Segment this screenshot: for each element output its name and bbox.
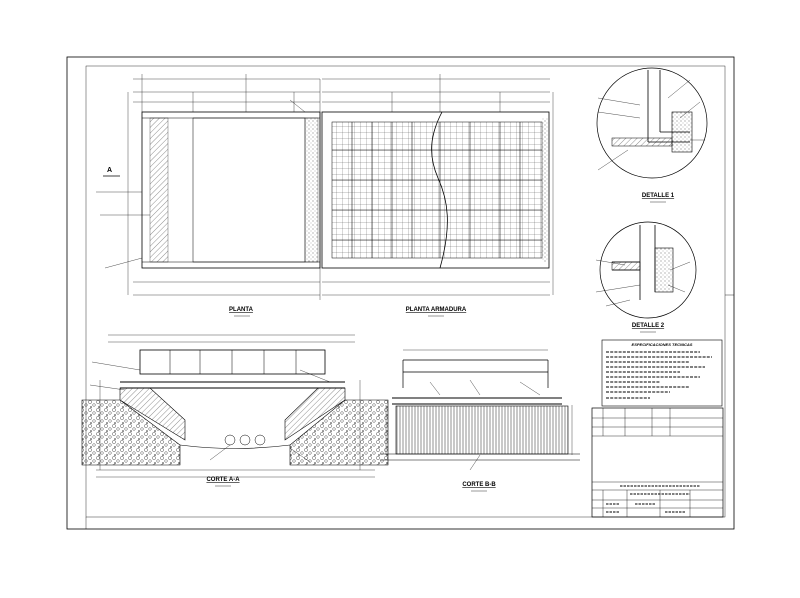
section-bb-ground [380,453,580,461]
plan-dotted-strip-right [304,117,319,263]
detail-1-leaders [597,79,705,171]
specifications-title: ESPECIFICACIONES TECNICAS [632,342,693,347]
detail-1-circle [596,67,708,179]
reinforcement-outline [321,111,550,269]
plan-leader-lines [96,99,306,269]
title-block-grid [592,408,723,517]
sheet-border-inner [85,65,726,518]
section-aa-title: CORTE A-A [206,477,240,483]
section-bb-title: CORTE B-B [462,482,496,488]
reinforcement-grid-coarse [332,122,542,258]
plan-inner-slab [192,117,306,263]
plan-outline [141,111,321,269]
detail-2: DETALLE 2 [595,221,697,333]
detail-1-base [611,137,673,147]
section-bb-railing [402,359,549,388]
section-bb-leaders [429,379,541,471]
section-aa-channel-bed [179,444,291,449]
sheet-border-outer [66,56,735,530]
section-b-b: CORTE B-B [380,349,580,492]
detail-2-leaders [595,259,691,307]
reinforcement-break-line [431,111,448,269]
detail-1-concrete [671,111,693,153]
title-block [591,407,724,518]
plan-edge-lines [142,117,320,263]
detail-2-concrete [654,247,674,293]
detail-2-circle [599,221,697,319]
detail-2-title: DETALLE 2 [632,323,665,329]
section-a-a: CORTE A-A [81,334,389,487]
detail-1-wall [647,70,690,143]
section-aa-railing [139,349,326,375]
section-aa-pipes [224,434,266,446]
title-block-frame [591,407,724,518]
section-aa-ground-left [81,399,181,466]
reinforcement-grid-fine [331,121,543,259]
specifications-block: ESPECIFICACIONES TECNICAS [601,339,723,407]
detail-2-slab [611,261,641,271]
plan-hatched-strip-left [149,117,169,263]
section-bb-piles [395,405,569,455]
section-bb-deck [392,397,562,405]
section-aa-ground-right [289,399,389,466]
plan-view: A PLANTA [96,74,321,317]
detail-1-title: DETALLE 1 [642,193,675,199]
specifications-text-lines [606,351,712,399]
section-aa-railing-posts [169,350,297,374]
section-aa-leaders [89,361,331,463]
plan-title: PLANTA [229,307,254,313]
plan-dimension-lines [127,74,321,300]
section-aa-deck [120,381,345,389]
title-block-text-lines [606,485,700,513]
section-mark-a: A [107,167,112,174]
specifications-frame [601,339,723,407]
section-bb-dimension-lines [385,349,573,455]
reinforcement-plan: PLANTA ARMADURA [321,74,554,317]
detail-1: DETALLE 1 [596,67,708,203]
section-aa-dimension-lines [96,334,375,478]
section-aa-abutment-left [119,387,186,441]
reinforcement-edge-dotted-right [542,118,548,262]
reinforcement-plan-title: PLANTA ARMADURA [406,307,467,313]
reinforcement-dimension-lines [322,74,554,296]
section-aa-abutment-right [284,387,346,441]
